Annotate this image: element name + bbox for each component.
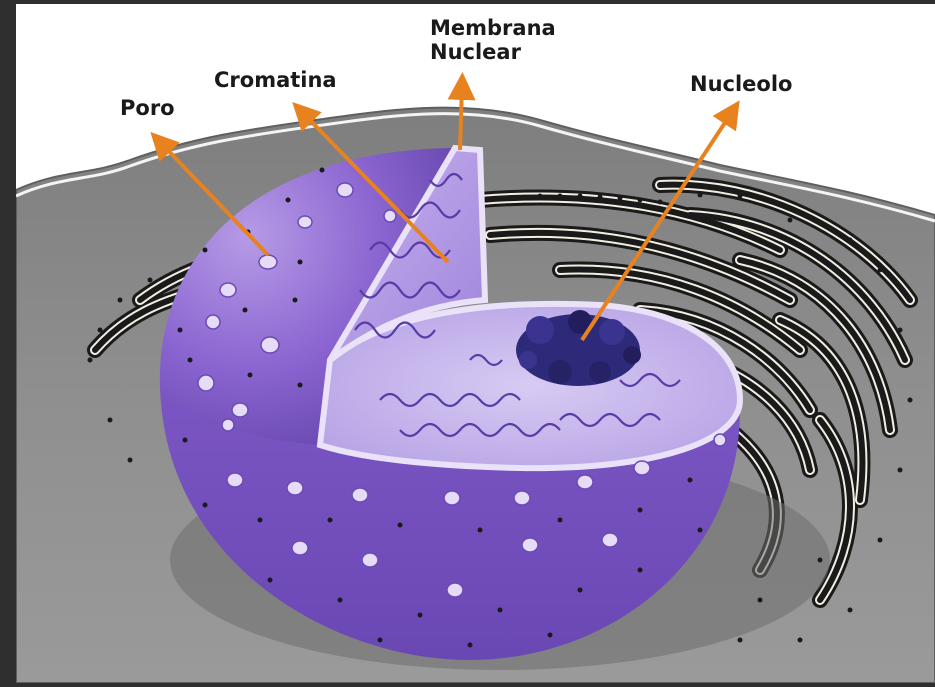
frame-left-border [0,0,16,683]
label-membrana-nuclear: Membrana Nuclear [430,16,556,64]
frame-top-border [0,0,935,4]
label-poro: Poro [120,96,175,120]
arrow-membrana-nuclear [460,86,462,150]
label-cromatina: Cromatina [214,68,337,92]
label-membrana-line2: Nuclear [430,40,556,64]
label-nucleolo: Nucleolo [690,72,792,96]
label-membrana-line1: Membrana [430,16,556,40]
